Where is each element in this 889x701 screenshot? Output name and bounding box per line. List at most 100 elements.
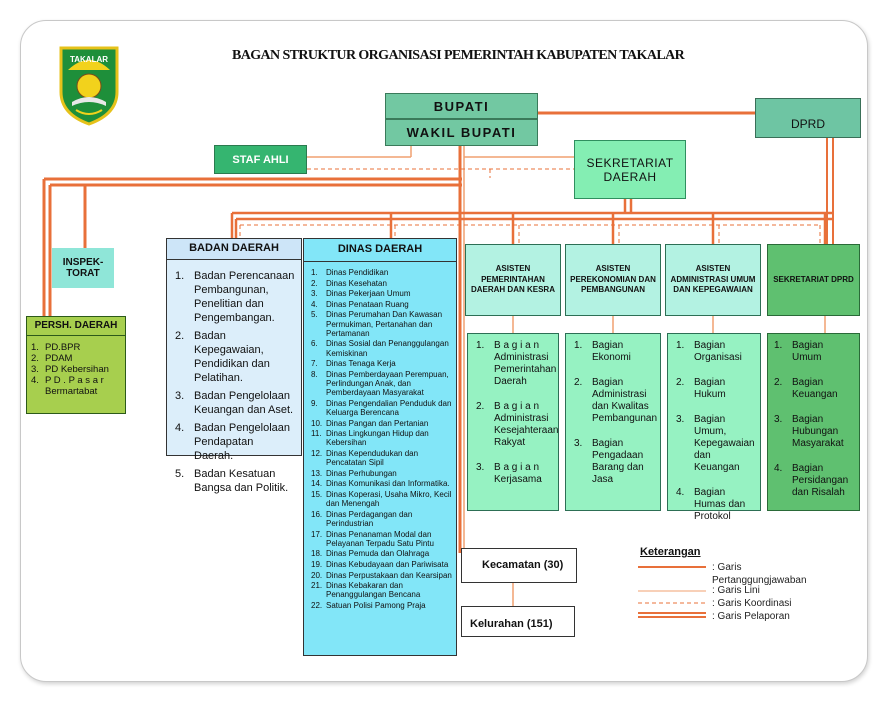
list-item: 13.Dinas Perhubungan [311, 468, 397, 478]
inspektorat-box[interactable]: INSPEK- TORAT [52, 248, 114, 288]
asisten-perekonomian-title: ASISTEN PEREKONOMIAN DAN PEMBANGUNAN [570, 264, 656, 295]
inspektorat-label-2: TORAT [66, 268, 100, 279]
list-item: 4.Dinas Penataan Ruang [311, 299, 409, 309]
kelurahan-label: Kelurahan (151) [470, 618, 553, 630]
list-item: 11.Dinas Lingkungan Hidup dan Kebersihan [311, 429, 429, 448]
sekda-label-2: DAERAH [603, 169, 657, 184]
list-item: 3.Bagian Pengadaan Barang dan Jasa [574, 438, 644, 485]
sekretariat-dprd-bagian[interactable]: 1.Bagian Umum 2.Bagian Keuangan 3.Bagian… [767, 333, 860, 511]
legend-item-koordinasi: : Garis Koordinasi [712, 598, 792, 609]
asisten-pemerintahan-bagian[interactable]: 1.B a g i a n Administrasi Pemerintahan … [467, 333, 559, 511]
list-item: 2.Badan Kepegawaian, Pendidikan dan Pela… [175, 330, 270, 384]
list-item: 7.Dinas Tenaga Kerja [311, 359, 396, 369]
list-item: 2.Dinas Kesehatan [311, 278, 387, 288]
list-item: 6.Dinas Sosial dan Penanggulangan Kemisk… [311, 339, 449, 358]
list-item: 21.Dinas Kebakaran dan Penanggulangan Be… [311, 581, 421, 600]
asisten-perekonomian-box[interactable]: ASISTEN PEREKONOMIAN DAN PEMBANGUNAN [565, 244, 661, 316]
list-item: 3.PD Kebersihan [31, 364, 109, 375]
bagian-list: 1.Bagian Ekonomi 2.Bagian Administrasi d… [574, 340, 658, 486]
wakil-bupati-label: WAKIL BUPATI [406, 125, 517, 140]
dprd-label: DPRD [790, 117, 825, 131]
list-item: 2.Bagian Keuangan [774, 377, 838, 400]
list-item: 3.Bagian Umum, Kepegawaian dan Keuangan [676, 414, 755, 473]
reporting-lines [42, 111, 834, 553]
list-item: 2.Bagian Hukum [676, 377, 726, 400]
list-item: 3.Badan Pengelolaan Keuangan dan Aset. [175, 390, 294, 416]
dinas-daerah-list: 1.Dinas Pendidikan 2.Dinas Kesehatan 3.D… [304, 262, 456, 610]
bagian-list: 1.B a g i a n Administrasi Pemerintahan … [476, 340, 559, 486]
asisten-pemerintahan-title: ASISTEN PEMERINTAHAN DAERAH DAN KESRA [470, 264, 555, 295]
list-item: 1.B a g i a n Administrasi Pemerintahan … [476, 340, 557, 387]
list-item: 14.Dinas Komunikasi dan Informatika. [311, 479, 450, 489]
persh-daerah-box[interactable]: PERSH. DAERAH 1.PD.BPR 2.PDAM 3.PD Keber… [26, 316, 126, 414]
dinas-daerah-box[interactable]: DINAS DAERAH 1.Dinas Pendidikan 2.Dinas … [303, 238, 457, 656]
list-item: 1.Bagian Umum [774, 340, 824, 363]
list-item: 4.Bagian Persidangan dan Risalah [774, 463, 849, 498]
badan-daerah-title: BADAN DAERAH [167, 239, 301, 260]
coordination-lines [239, 168, 821, 244]
list-item: 3.Dinas Pekerjaan Umum [311, 289, 411, 299]
bagian-list: 1.Bagian Organisasi 2.Bagian Hukum 3.Bag… [676, 340, 756, 523]
dprd-box[interactable]: DPRD [755, 98, 861, 138]
sekda-label-1: SEKRETARIAT [586, 155, 674, 170]
dinas-daerah-title: DINAS DAERAH [304, 239, 456, 262]
list-item: 4.Badan Pengelolaan Pendapatan Daerah. [175, 422, 291, 462]
kecamatan-label: Kecamatan (30) [482, 559, 564, 571]
legend-item-pelaporan: : Garis Pelaporan [712, 611, 790, 622]
asisten-perekonomian-bagian[interactable]: 1.Bagian Ekonomi 2.Bagian Administrasi d… [565, 333, 661, 511]
bagian-list: 1.Bagian Umum 2.Bagian Keuangan 3.Bagian… [774, 340, 855, 499]
list-item: 16.Dinas Perdagangan dan Perindustrian [311, 509, 413, 528]
badan-daerah-list: 1.Badan Perencanaan Pembangunan, Penelit… [167, 260, 301, 495]
legend-item-lini: : Garis Lini [712, 585, 760, 596]
bupati-label: BUPATI [433, 98, 490, 114]
list-item: 2.B a g i a n Administrasi Kesejahteraan… [476, 401, 559, 448]
wakil-bupati-box[interactable]: WAKIL BUPATI [385, 119, 538, 146]
inspektorat-label-1: INSPEK- [62, 257, 104, 268]
staf-ahli-label: STAF AHLI [232, 153, 289, 166]
badan-daerah-box[interactable]: BADAN DAERAH 1.Badan Perencanaan Pembang… [166, 238, 302, 494]
list-item: 8.Dinas Pemberdayaan Perempuan, Perlindu… [311, 369, 449, 398]
list-item: 17.Dinas Penanaman Modal dan Pelayanan T… [311, 529, 434, 548]
list-item: 2.Bagian Administrasi dan Kwalitas Pemba… [574, 377, 658, 424]
sekretariat-dprd-box[interactable]: SEKRETARIAT DPRD [767, 244, 860, 316]
kecamatan-box[interactable]: Kecamatan (30) [461, 548, 577, 583]
list-item: 3.Bagian Hubungan Masyarakat [774, 414, 844, 449]
line-lines [307, 145, 826, 606]
list-item: 1.Badan Perencanaan Pembangunan, Penelit… [175, 270, 295, 324]
list-item: 20.Dinas Perpustakaan dan Kearsipan [311, 570, 452, 580]
logo-text: TAKALAR [69, 55, 109, 64]
kelurahan-box[interactable]: Kelurahan (151) [461, 606, 575, 637]
list-item: 1.Bagian Ekonomi [574, 340, 631, 363]
list-item: 2.PDAM [31, 353, 73, 364]
list-item: 4.Bagian Humas dan Protokol [676, 487, 746, 522]
bupati-box[interactable]: BUPATI [385, 93, 538, 119]
staf-ahli-box[interactable]: STAF AHLI [214, 145, 307, 174]
list-item: 3.B a g i a n Kerjasama [476, 462, 542, 485]
list-item: 1.PD.BPR [31, 342, 81, 353]
legend-title: Keterangan [640, 546, 701, 558]
list-item: 18.Dinas Pemuda dan Olahraga [311, 549, 430, 559]
list-item: 19.Dinas Kebudayaan dan Pariwisata [311, 559, 449, 569]
sekretariat-dprd-title: SEKRETARIAT DPRD [773, 274, 854, 284]
list-item: 15.Dinas Koperasi, Usaha Mikro, Kecil da… [311, 489, 452, 509]
takalar-emblem-icon: TAKALAR [58, 40, 120, 126]
legend-item-pertanggungjawaban: : Garis Pertanggungjawaban [712, 562, 807, 586]
list-item: 12.Dinas Kependudukan dan Pencatatan Sip… [311, 448, 419, 468]
list-item: 22.Satuan Polisi Pamong Praja [311, 600, 426, 610]
asisten-administrasi-title: ASISTEN ADMINISTRASI UMUM DAN KEPEGAWAIA… [670, 264, 756, 295]
list-item: 10.Dinas Pangan dan Pertanian [311, 418, 429, 428]
persh-daerah-title: PERSH. DAERAH [27, 319, 125, 336]
sekretariat-daerah-box[interactable]: SEKRETARIAT DAERAH [574, 140, 686, 199]
asisten-administrasi-box[interactable]: ASISTEN ADMINISTRASI UMUM DAN KEPEGAWAIA… [665, 244, 761, 316]
asisten-administrasi-bagian[interactable]: 1.Bagian Organisasi 2.Bagian Hukum 3.Bag… [667, 333, 761, 522]
list-item: 5.Dinas Perumahan Dan Kawasan Permukiman… [311, 310, 443, 338]
page-title: BAGAN STRUKTUR ORGANISASI PEMERINTAH KAB… [232, 48, 685, 63]
legend-swatches [638, 566, 706, 618]
list-item: 5.Badan Kesatuan Bangsa dan Politik. [175, 468, 289, 494]
list-item: 1.Dinas Pendidikan [311, 268, 389, 277]
asisten-pemerintahan-box[interactable]: ASISTEN PEMERINTAHAN DAERAH DAN KESRA [465, 244, 561, 316]
persh-daerah-list: 1.PD.BPR 2.PDAM 3.PD Kebersihan 4.P D . … [31, 342, 121, 397]
list-item: 4.P D . P a s a r Bermartabat [31, 375, 104, 397]
list-item: 1.Bagian Organisasi [676, 340, 742, 363]
